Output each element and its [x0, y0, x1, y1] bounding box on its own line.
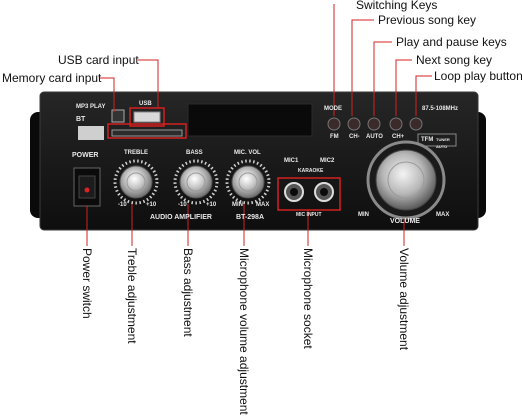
mic-volume-knob[interactable]: [225, 159, 271, 205]
power-label: POWER: [72, 152, 99, 159]
power-indicator: [84, 187, 90, 193]
mic-socket-callout-box: [277, 177, 341, 211]
mic-input-label: MIC INPUT: [296, 212, 322, 218]
tuner-auto-label: TUNER AUTO: [436, 137, 450, 149]
prev-button[interactable]: [347, 117, 361, 131]
digital-badge: [78, 126, 104, 140]
mic1-label: MIC1: [284, 158, 299, 164]
ch-plus-label: CH+: [392, 134, 405, 140]
bass-scale-min: -10: [178, 202, 187, 208]
led-display: [187, 103, 313, 137]
mp3-play-label: MP3 PLAY: [76, 104, 106, 110]
usb-label: USB: [139, 101, 152, 107]
volume-label: VOLUME: [390, 218, 420, 225]
mode-button[interactable]: [327, 117, 341, 131]
bass-scale-max: +10: [206, 202, 217, 208]
micvol-scale-min: MIN: [232, 202, 243, 208]
volume-adjustment-callout: Volume adjustment: [397, 248, 411, 351]
volume-max-label: MAX: [436, 212, 450, 218]
model-label: BT-298A: [236, 214, 265, 221]
auto-label: AUTO: [366, 134, 383, 140]
ch-minus-label: CH-: [349, 134, 360, 140]
bt-icon-box: [111, 109, 125, 123]
fm-label: FM: [330, 134, 339, 140]
treble-scale-max: +10: [146, 202, 157, 208]
usb-port[interactable]: [133, 111, 161, 123]
loop-play-button-callout: Loop play button: [434, 69, 522, 83]
memory-card-slot[interactable]: [111, 129, 183, 137]
tfm-badge: [417, 133, 457, 147]
power-switch-callout: Power switch: [80, 248, 94, 319]
previous-song-key-callout: Previous song key: [378, 13, 477, 27]
play-pause-keys-callout: Play and pause keys: [396, 35, 507, 49]
next-button[interactable]: [389, 117, 403, 131]
tfm-label: TFM: [421, 137, 434, 143]
next-song-key-callout: Next song key: [416, 53, 493, 67]
usb-callout-box: [129, 107, 165, 127]
switching-keys-callout: Switching Keys: [356, 0, 438, 12]
volume-min-label: MIN: [358, 212, 369, 218]
play-pause-button[interactable]: [367, 117, 381, 131]
bt-label: BT: [76, 116, 86, 123]
audio-amplifier-label: AUDIO AMPLIFIER: [150, 214, 212, 221]
treble-scale-min: -10: [118, 202, 127, 208]
treble-knob[interactable]: [113, 159, 159, 205]
card-callout-box: [107, 123, 187, 139]
bass-knob[interactable]: [173, 159, 219, 205]
mic-socket-callout: Microphone socket: [301, 248, 315, 349]
usb-card-input-callout: USB card input: [58, 53, 139, 67]
bass-label: BASS: [186, 150, 203, 156]
memory-card-input-callout: Memory card input: [2, 71, 102, 85]
karaoke-label: KARAOKE: [298, 168, 324, 174]
treble-adjustment-callout: Treble adjustment: [125, 248, 139, 344]
mic-volume-adjustment-callout: Microphone volume adjustment: [237, 248, 251, 415]
mic-vol-label: MIC. VOL: [234, 150, 261, 156]
loop-button[interactable]: [409, 117, 423, 131]
leader-lines: [86, 4, 432, 246]
micvol-scale-max: MAX: [256, 202, 270, 208]
mic2-label: MIC2: [320, 158, 335, 164]
bass-adjustment-callout: Bass adjustment: [181, 248, 195, 337]
freq-label: 87.5-108MHz: [422, 106, 459, 112]
treble-label: TREBLE: [124, 150, 148, 156]
mode-label: MODE: [324, 106, 342, 112]
volume-knob[interactable]: [366, 140, 446, 220]
